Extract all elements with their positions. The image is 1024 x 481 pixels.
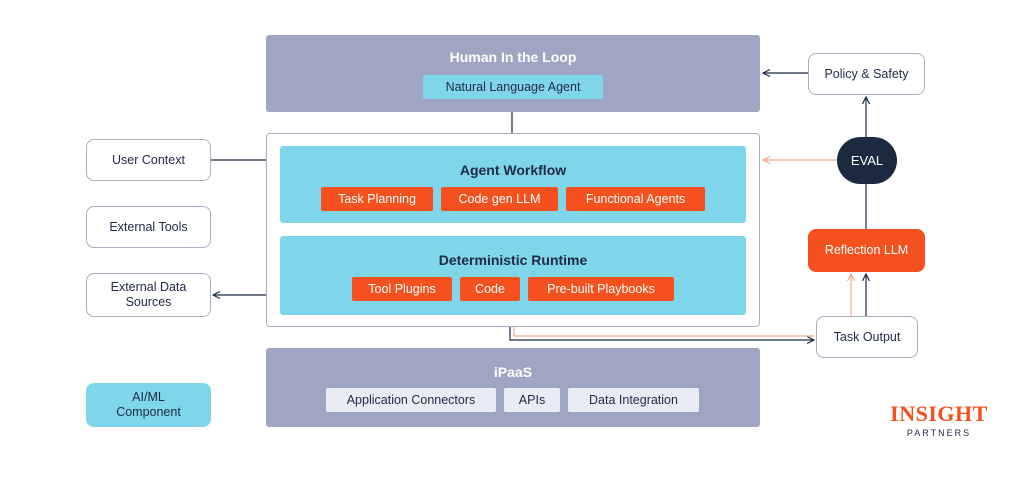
code-gen-llm-chip: Code gen LLM xyxy=(441,187,558,211)
eval-label: EVAL xyxy=(850,153,884,168)
aiml-component-legend: AI/ML Component xyxy=(86,383,211,427)
ipaas-title: iPaaS xyxy=(493,364,533,380)
apis-chip: APIs xyxy=(504,388,560,412)
eval-node: EVAL xyxy=(837,137,897,184)
insight-partners-logo: INSIGHT PARTNERS xyxy=(884,403,994,443)
natural-language-agent-label: Natural Language Agent xyxy=(423,75,603,99)
line-salmon-runtime-to-taskoutput xyxy=(513,327,814,337)
application-connectors-chip: Application Connectors xyxy=(326,388,496,412)
external-data-sources-box: External Data Sources xyxy=(86,273,211,317)
arrow-runtime-to-taskoutput xyxy=(509,327,814,340)
brand-name: INSIGHT xyxy=(890,401,988,426)
functional-agents-chip: Functional Agents xyxy=(566,187,705,211)
ipaas-panel: iPaaS Application Connectors APIs Data I… xyxy=(266,348,760,427)
reflection-llm-box: Reflection LLM xyxy=(808,229,925,272)
deterministic-runtime-title: Deterministic Runtime xyxy=(438,252,588,268)
human-in-the-loop-panel: Human In the Loop Natural Language Agent xyxy=(266,35,760,112)
external-tools-box: External Tools xyxy=(86,206,211,248)
tool-plugins-chip: Tool Plugins xyxy=(352,277,452,301)
human-in-the-loop-title: Human In the Loop xyxy=(449,49,577,65)
agent-workflow-title: Agent Workflow xyxy=(459,162,567,178)
pre-built-playbooks-chip: Pre-built Playbooks xyxy=(528,277,674,301)
code-chip: Code xyxy=(460,277,520,301)
brand-sub: PARTNERS xyxy=(906,428,972,438)
task-planning-chip: Task Planning xyxy=(321,187,433,211)
agent-workflow-panel: Agent Workflow Task Planning Code gen LL… xyxy=(280,146,746,223)
deterministic-runtime-panel: Deterministic Runtime Tool Plugins Code … xyxy=(280,236,746,315)
user-context-box: User Context xyxy=(86,139,211,181)
policy-safety-box: Policy & Safety xyxy=(808,53,925,95)
data-integration-chip: Data Integration xyxy=(568,388,699,412)
task-output-box: Task Output xyxy=(816,316,918,358)
